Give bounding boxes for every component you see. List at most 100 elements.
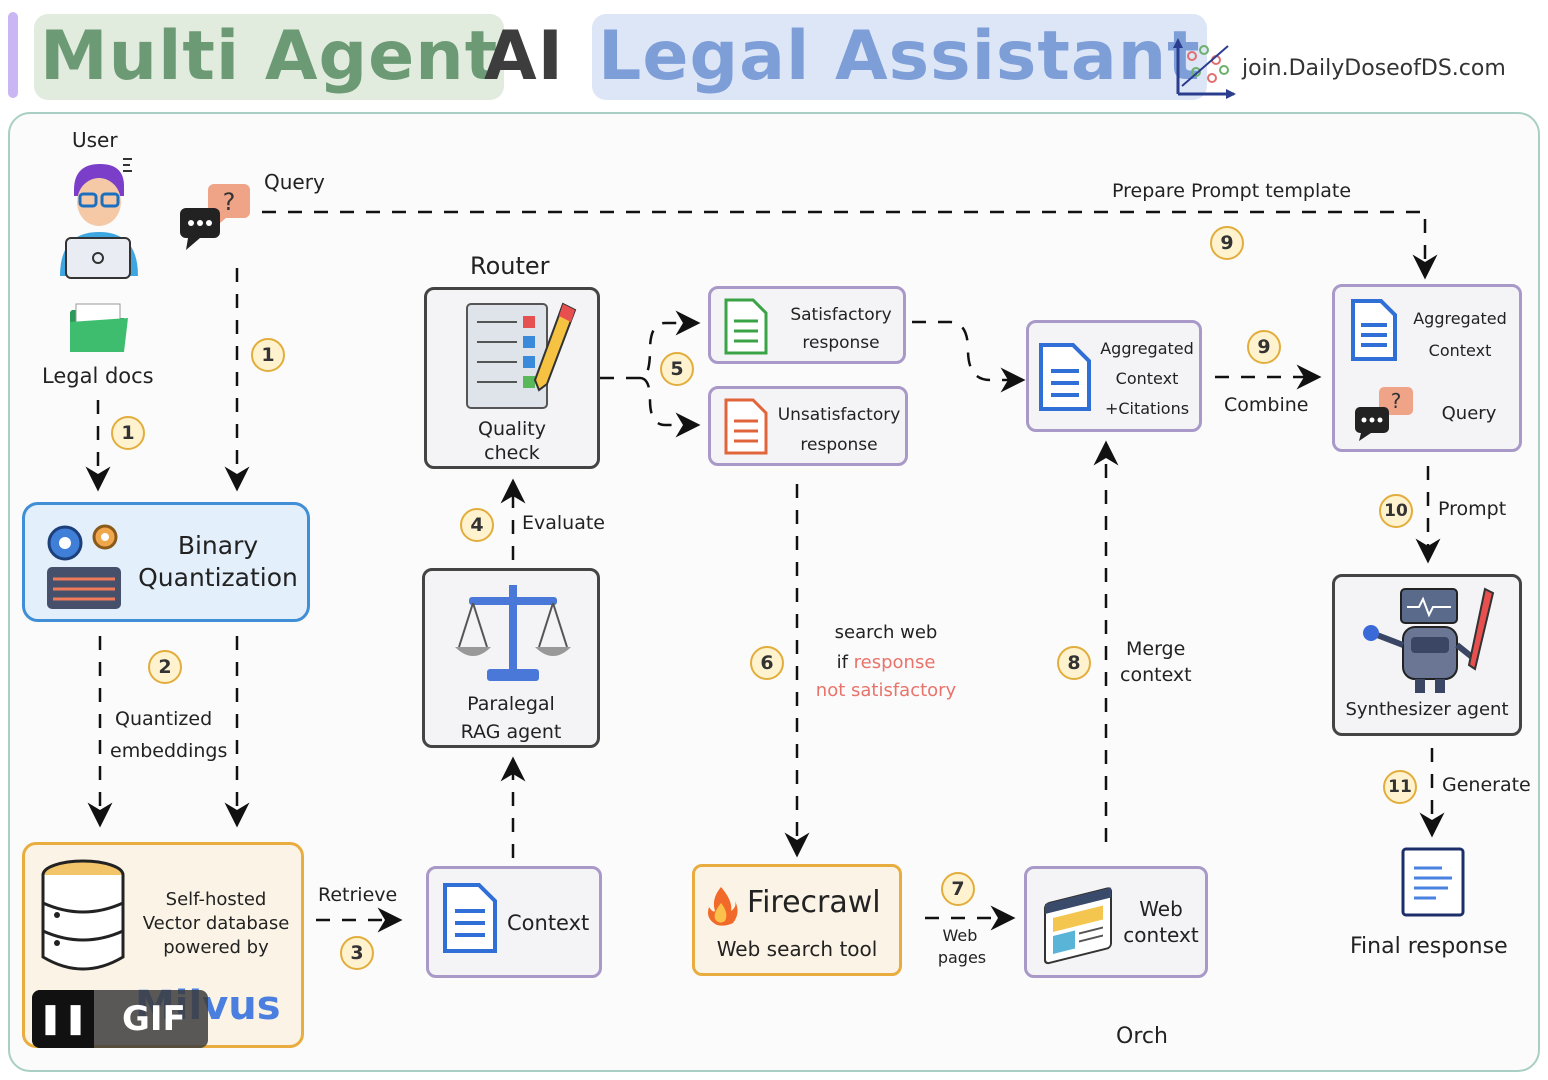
synthesizer-label: Synthesizer agent	[1345, 699, 1509, 720]
if-label: if	[836, 652, 854, 673]
robot-icon	[1363, 587, 1495, 693]
quantization-label: Quantization	[138, 563, 298, 592]
final-response-label: Final response	[1350, 934, 1508, 959]
svg-text:?: ?	[223, 188, 236, 216]
merge-label: Merge	[1126, 638, 1186, 660]
webpage-icon	[1044, 887, 1112, 965]
web-context-box[interactable]: Web context	[1024, 866, 1208, 978]
rag-agent-label: RAG agent	[460, 721, 562, 743]
unsatisfactory-response-box[interactable]: Unsatisfactory response	[708, 386, 908, 466]
firecrawl-box[interactable]: Firecrawl Web search tool	[692, 864, 902, 976]
web-label: Web	[942, 926, 978, 945]
folder-icon	[70, 303, 128, 352]
aggregated-query-aggregated-label: Aggregated	[1413, 309, 1507, 328]
unsatisfactory-label: Unsatisfactory	[777, 405, 901, 425]
aggregated-citations-box[interactable]: Aggregated Context +Citations	[1026, 320, 1202, 432]
retrieve-label: Retrieve	[318, 884, 398, 906]
thinking-icon	[123, 158, 132, 172]
title-multi-agent: Multi Agent	[34, 14, 505, 100]
gif-label: GIF	[122, 999, 186, 1039]
user-avatar-icon	[60, 164, 138, 279]
synthesizer-agent-box[interactable]: Synthesizer agent	[1332, 574, 1522, 736]
satisfactory-label: Satisfactory	[790, 305, 892, 325]
binary-quantization-box[interactable]: Binary Quantization	[22, 502, 310, 622]
step-badge-4: 4	[460, 508, 494, 542]
step-badge-5: 5	[660, 352, 694, 386]
evaluate-label: Evaluate	[522, 512, 605, 534]
brand-link[interactable]: join.DailyDoseofDS.com	[1242, 56, 1506, 81]
aggregated-query-query-label: Query	[1441, 403, 1497, 424]
search-web-label: search web	[834, 622, 938, 643]
not-satisfactory-label: not satisfactory	[815, 680, 957, 701]
arrow-router-to-unsatisfactory	[639, 376, 701, 438]
web-context-web-label: Web	[1139, 897, 1183, 921]
user-label: User	[72, 128, 118, 152]
combine-label: Combine	[1224, 394, 1309, 416]
step-badge-1b: 1	[111, 416, 145, 450]
unsatisfactory-response-label: response	[800, 435, 878, 455]
embeddings-label: embeddings	[110, 740, 228, 762]
vector-database-label: Vector database	[142, 913, 290, 934]
step-badge-10: 10	[1379, 494, 1413, 528]
title-accent-bar	[8, 12, 18, 98]
document-icon	[443, 883, 497, 953]
step-badge-6: 6	[750, 646, 784, 680]
svg-text:?: ?	[1391, 389, 1402, 413]
green-document-icon	[724, 298, 768, 355]
web-search-tool-label: Web search tool	[716, 937, 878, 961]
step-badge-8: 8	[1057, 646, 1091, 680]
query-chat-icon: ?	[180, 184, 250, 250]
scales-icon	[455, 585, 571, 681]
router-title: Router	[470, 252, 550, 280]
document-icon	[1351, 299, 1397, 361]
pause-icon[interactable]: ❚❚	[32, 990, 94, 1048]
title-legal-assistant: Legal Assistant	[592, 14, 1207, 100]
database-icon	[41, 859, 125, 971]
generate-label: Generate	[1442, 774, 1531, 796]
step-badge-11: 11	[1383, 770, 1417, 804]
aggregated-label: Aggregated	[1100, 339, 1194, 358]
step-badge-3: 3	[340, 936, 374, 970]
arrow-satisfactory-to-aggregated	[912, 320, 1026, 393]
context-label: Context	[507, 911, 590, 935]
legal-docs-label: Legal docs	[42, 364, 154, 388]
step-badge-1a: 1	[251, 338, 285, 372]
aggregated-context-label: Context	[1115, 369, 1179, 388]
checklist-icon	[466, 302, 577, 409]
step-badge-2: 2	[148, 650, 182, 684]
response-label: response	[853, 652, 936, 673]
orchestration-label: Orch	[1116, 1024, 1168, 1049]
final-response-document-icon	[1401, 847, 1465, 917]
paralegal-label: Paralegal	[467, 693, 555, 715]
if-response-label: if response	[806, 652, 966, 673]
fire-icon	[708, 887, 738, 926]
query-chat-icon: ?	[1355, 387, 1413, 441]
arrow-query-to-prompt	[262, 210, 1438, 280]
pages-label: pages	[937, 948, 987, 967]
satisfactory-response-box[interactable]: Satisfactory response	[708, 286, 906, 364]
prepare-prompt-label: Prepare Prompt template	[1112, 180, 1352, 202]
aggregated-query-context-label: Context	[1428, 341, 1492, 360]
check-label: check	[484, 442, 540, 464]
firecrawl-name: Firecrawl	[747, 885, 881, 920]
powered-by-label: powered by	[163, 937, 269, 958]
merge-context-label: context	[1120, 664, 1192, 686]
web-context-context-label: context	[1123, 923, 1199, 947]
orange-document-icon	[724, 398, 768, 455]
quantized-label: Quantized	[115, 708, 213, 730]
gif-badge[interactable]: ❚❚ GIF	[32, 990, 208, 1048]
step-badge-9b: 9	[1247, 330, 1281, 364]
brand-logo-icon	[1173, 38, 1236, 99]
aggregated-query-box[interactable]: Aggregated Context ? Query	[1332, 284, 1522, 452]
document-icon	[1039, 343, 1091, 411]
quality-check-box[interactable]: Quality check	[424, 287, 600, 469]
step-badge-9a: 9	[1210, 226, 1244, 260]
query-label: Query	[264, 170, 325, 194]
title-ai: AI	[484, 17, 564, 96]
binary-label: Binary	[177, 531, 259, 560]
context-box[interactable]: Context	[426, 866, 602, 978]
quality-label: Quality	[478, 418, 546, 440]
citations-label: +Citations	[1104, 399, 1190, 418]
paralegal-rag-agent-box[interactable]: Paralegal RAG agent	[422, 568, 600, 748]
